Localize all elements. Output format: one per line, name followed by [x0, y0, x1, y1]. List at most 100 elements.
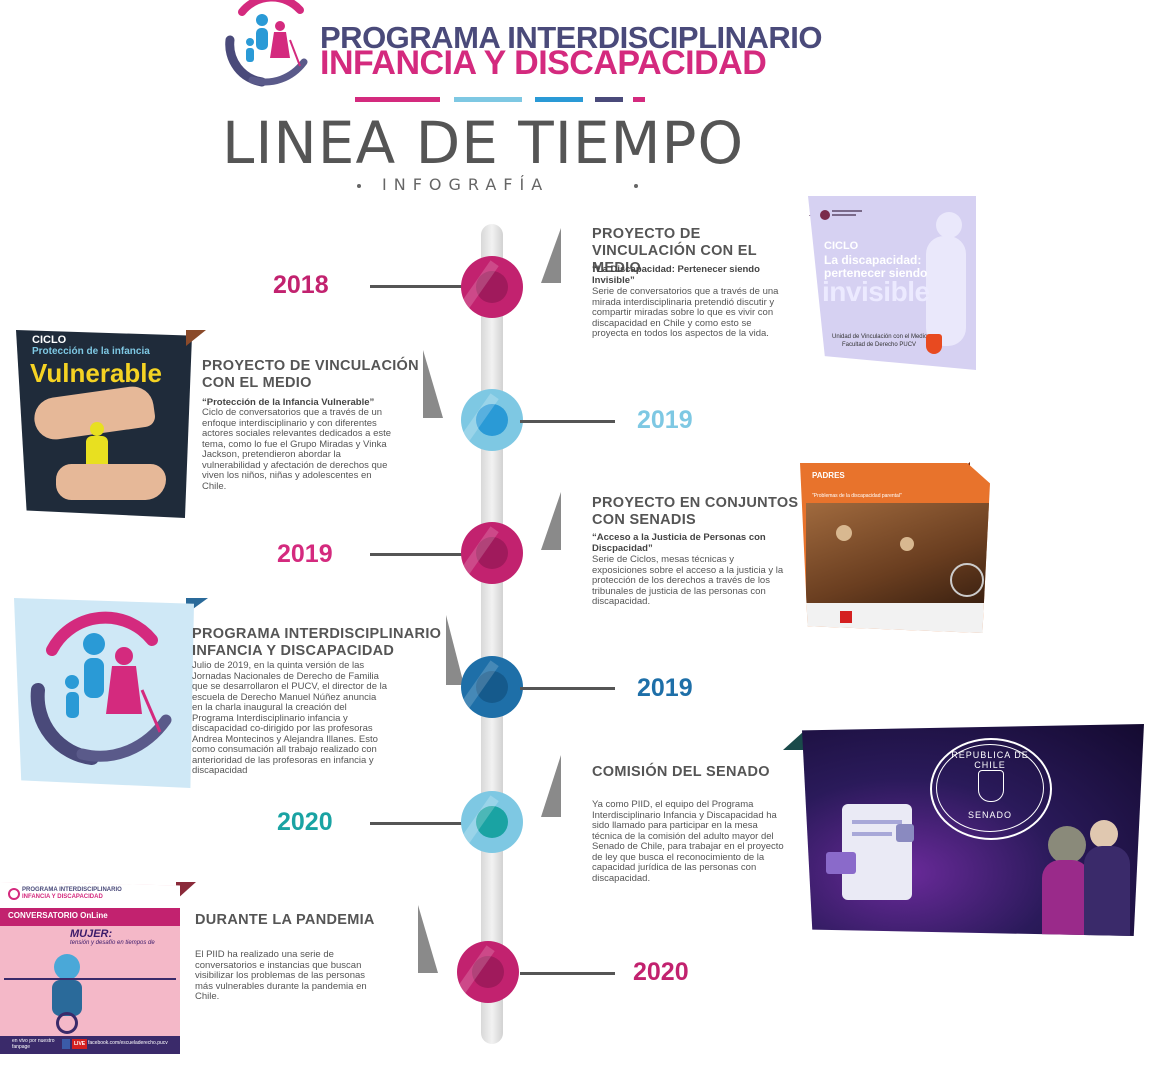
seal-bottom-text: SENADO	[967, 810, 1012, 820]
card-senadis: PADRES "Problemas de la discapacidad par…	[800, 463, 990, 633]
program-logo-icon	[30, 611, 172, 765]
event-body: Ya como PIID, el equipo del Programa Int…	[592, 799, 784, 884]
child-figure-icon	[90, 422, 104, 436]
card-corner-fold	[176, 882, 196, 900]
timeline-node	[453, 941, 519, 1003]
elderly-couple-figure	[1048, 826, 1086, 864]
card-logo-icon	[820, 210, 830, 220]
card-invisible: CICLO La discapacidad: pertenecer siendo…	[808, 196, 976, 370]
unicyclist-figure	[54, 954, 80, 980]
silhouette-figure	[936, 212, 962, 238]
wheelchair-icon	[950, 563, 984, 597]
pointer-triangle	[541, 755, 561, 817]
event-heading: PROGRAMA INTERDISCIPLINARIO INFANCIA Y D…	[192, 626, 442, 659]
card-line2: pertenecer siendo	[824, 266, 928, 280]
dash-5	[633, 97, 645, 102]
dash-2	[454, 97, 522, 102]
card-header2: INFANCIA Y DISCAPACIDAD	[22, 894, 103, 900]
timeline-node	[457, 791, 523, 853]
lock-icon	[896, 824, 914, 842]
coat-of-arms-icon	[978, 770, 1004, 802]
card-bar-label: CONVERSATORIO OnLine	[8, 911, 108, 920]
card-footer-left: en vivo por nuestro fanpage	[12, 1038, 55, 1050]
connector-line	[520, 687, 615, 690]
logo-title-line1: PROGRAMA INTERDISCIPLINARIO	[320, 20, 823, 55]
pointer-triangle	[446, 615, 464, 685]
event-heading: PROYECTO DE VINCULACIÓN CON EL MEDIO	[202, 358, 419, 391]
dash-3	[535, 97, 583, 102]
card-big-text: invisible	[822, 276, 930, 307]
pointer-triangle	[423, 350, 443, 418]
year-label: 2019	[637, 406, 693, 434]
card-top-text: PADRES	[812, 471, 845, 480]
timeline-node	[457, 389, 523, 451]
timeline-node	[457, 522, 523, 584]
card-label: CICLO	[824, 240, 859, 252]
event-quote: “La Discapacidad: Pertenecer siendo Invi…	[592, 264, 760, 286]
pointer-triangle	[541, 492, 561, 550]
event-heading: PROYECTO DE VINCULACIÓN CON EL MEDIO	[592, 226, 757, 276]
senate-seal-icon	[930, 738, 1052, 840]
card-footer2: Facultad de Derecho PUCV	[842, 342, 917, 348]
lower-hand-icon	[56, 464, 166, 500]
program-logo-icon	[225, 0, 308, 87]
card-line: Protección de la infancia	[32, 346, 150, 357]
card-vulnerable: CICLO Protección de la infancia Vulnerab…	[16, 330, 192, 518]
timeline-axis	[481, 224, 503, 1044]
seal-top-text: REPUBLICA DE CHILE	[951, 750, 1029, 770]
card-footer-right: facebook.com/escueladerecho.pucv	[88, 1040, 168, 1046]
card-pandemia: PROGRAMA INTERDISCIPLINARIO INFANCIA Y D…	[0, 882, 180, 1054]
connector-line	[520, 972, 615, 975]
event-body: Serie de conversatorios que a través de …	[592, 286, 779, 339]
card-line: La discapacidad:	[824, 253, 922, 267]
dash-4	[595, 97, 623, 102]
footer-bar	[806, 603, 990, 633]
card-footer1: Unidad de Vinculación con el Medio	[832, 334, 928, 340]
event-heading: PROYECTO EN CONJUNTOS CON SENADIS	[592, 495, 799, 528]
pointer-triangle	[541, 228, 561, 283]
gov-logo-icon	[840, 611, 852, 623]
year-label: 2019	[277, 540, 333, 568]
card-label: CICLO	[32, 334, 67, 346]
event-body: El PIID ha realizado una serie de conver…	[195, 949, 367, 1002]
live-badge: LIVE	[72, 1039, 88, 1049]
card-senado: REPUBLICA DE CHILE SENADO	[802, 724, 1144, 936]
year-label: 2020	[277, 808, 333, 836]
card-piid-logo	[14, 598, 194, 788]
connector-line	[370, 553, 465, 556]
page-title: LINEA DE TIEMPO	[222, 109, 745, 177]
card-title: MUJER:	[70, 928, 113, 940]
briefcase-icon	[826, 852, 856, 874]
card-header1: PROGRAMA INTERDISCIPLINARIO	[22, 887, 122, 893]
event-heading: COMISIÓN DEL SENADO	[592, 764, 770, 780]
header: PROGRAMA INTERDISCIPLINARIO INFANCIA Y D…	[0, 0, 1155, 200]
wheel-icon	[56, 1012, 78, 1034]
connector-line	[370, 285, 465, 288]
event-heading: DURANTE LA PANDEMIA	[195, 912, 375, 928]
pucv-shield-icon	[926, 334, 942, 354]
timeline-node	[457, 656, 523, 718]
card-corner-fold	[186, 330, 206, 346]
event-quote: “Acceso a la Justicia de Personas con Di…	[592, 532, 766, 554]
card-corner-fold	[783, 732, 803, 750]
event-quote: “Protección de la Infancia Vulnerable”	[202, 397, 375, 408]
subtitle-dot-left	[357, 184, 361, 188]
pointer-triangle	[418, 905, 438, 973]
event-body: Serie de Ciclos, mesas técnicas y exposi…	[592, 554, 784, 607]
connector-line	[520, 420, 615, 423]
facebook-icon	[62, 1039, 70, 1049]
card-big-text: Vulnerable	[30, 358, 162, 388]
logo-title-line2: INFANCIA Y DISCAPACIDAD	[320, 44, 767, 82]
timeline-node	[457, 256, 523, 318]
year-label: 2019	[637, 674, 693, 702]
connector-line	[370, 822, 465, 825]
card-caption: "Problemas de la discapacidad parental"	[812, 493, 902, 499]
subtitle-dot-right	[634, 184, 638, 188]
year-label: 2020	[633, 958, 689, 986]
event-body: Julio de 2019, en la quinta versión de l…	[192, 660, 388, 776]
card-subtitle: tensión y desafío en tiempos de	[70, 940, 155, 946]
dash-1	[355, 97, 440, 102]
page-subtitle: INFOGRAFÍA	[382, 175, 550, 194]
event-body: Ciclo de conversatorios que a través de …	[202, 407, 392, 492]
program-logo-icon	[8, 888, 20, 900]
